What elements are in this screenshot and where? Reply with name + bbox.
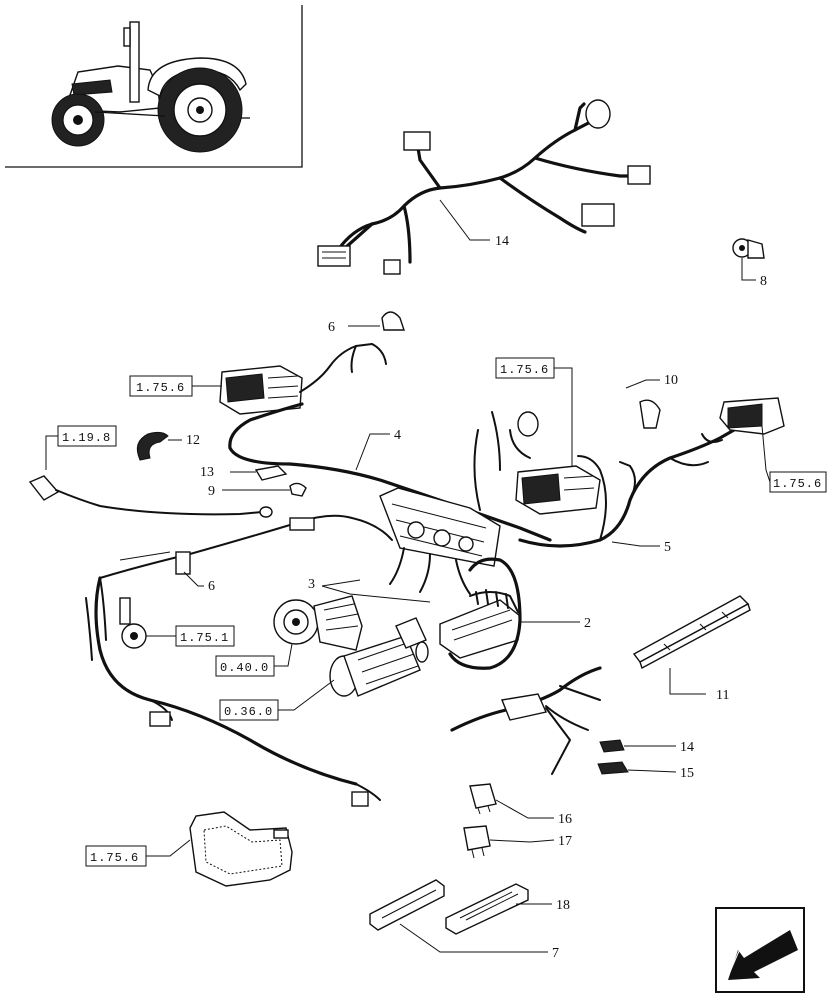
part-15-fuse (597, 761, 629, 775)
ref-0-40-0: 0.40.0 (220, 661, 269, 675)
callout-2: 2 (584, 616, 591, 631)
leader-4 (355, 433, 390, 471)
callout-17: 17 (558, 834, 572, 849)
part-10-clip (625, 379, 661, 429)
callout-12: 12 (186, 433, 200, 448)
ref-1-75-6-left: 1.75.6 (136, 381, 185, 395)
starter-motor (329, 617, 429, 697)
tractor-thumbnail (5, 5, 303, 168)
callout-14-fuse: 14 (680, 740, 694, 755)
ref-1-75-6-lamp: 1.75.6 (90, 851, 139, 865)
part-8-bulb (732, 238, 765, 281)
part-12-grommet (136, 431, 182, 461)
tractor-illustration (51, 21, 250, 153)
ref-1-75-6-right: 1.75.6 (773, 477, 822, 491)
callout-6-lower: 6 (208, 579, 215, 594)
part-18-fusebox (445, 883, 552, 935)
light-switch-middle (515, 465, 601, 515)
part-6-clip-top (348, 311, 405, 331)
leader-ref8 (146, 839, 191, 857)
leader-ref7 (278, 679, 335, 711)
leader-5 (611, 541, 660, 547)
part-11-cover (632, 595, 751, 695)
callout-6-top: 6 (328, 320, 335, 335)
ref-1-75-6-middle: 1.75.6 (500, 363, 549, 377)
callout-10: 10 (664, 373, 678, 388)
sensor-left (28, 435, 273, 518)
callout-5: 5 (664, 540, 671, 555)
rear-harness-5 (473, 411, 736, 548)
leader-3 (321, 585, 431, 603)
callout-11: 11 (716, 688, 729, 703)
callout-18: 18 (556, 898, 570, 913)
fuse-relay-block (439, 557, 522, 670)
part-9 (289, 482, 307, 497)
ref-1-19-8: 1.19.8 (62, 431, 111, 445)
callout-4: 4 (394, 428, 401, 443)
part-13 (254, 465, 288, 481)
callout-13: 13 (200, 465, 214, 480)
ref-box-5 (175, 625, 235, 647)
alternator (273, 595, 363, 651)
ref-0-36-0: 0.36.0 (224, 705, 273, 719)
ref-1-75-1: 1.75.1 (180, 631, 229, 645)
callout-3: 3 (308, 577, 315, 592)
light-switch-right (719, 397, 785, 483)
leader-14a (439, 199, 490, 241)
leader-ref6 (274, 643, 293, 667)
callout-14-harness: 14 (495, 234, 509, 249)
callout-7: 7 (552, 946, 559, 961)
part-17-relay (463, 825, 555, 859)
callout-8: 8 (760, 274, 767, 289)
instrument-cluster (379, 487, 501, 595)
back-arrow-icon[interactable] (715, 907, 805, 993)
part-7-holder (369, 879, 548, 953)
cab-harness (317, 99, 651, 275)
ref-box-4 (769, 471, 827, 493)
main-harness-4 (85, 402, 552, 807)
part-14-fuse (599, 739, 625, 753)
light-switch-left (219, 343, 387, 415)
callout-9: 9 (208, 484, 215, 499)
part-16-relay (469, 783, 554, 819)
callout-15: 15 (680, 766, 694, 781)
callout-16: 16 (558, 812, 572, 827)
horn (119, 597, 176, 649)
small-harness (450, 666, 602, 775)
leader-ref2 (554, 367, 573, 466)
leader-6b (183, 571, 204, 587)
tail-lamp (189, 811, 293, 887)
